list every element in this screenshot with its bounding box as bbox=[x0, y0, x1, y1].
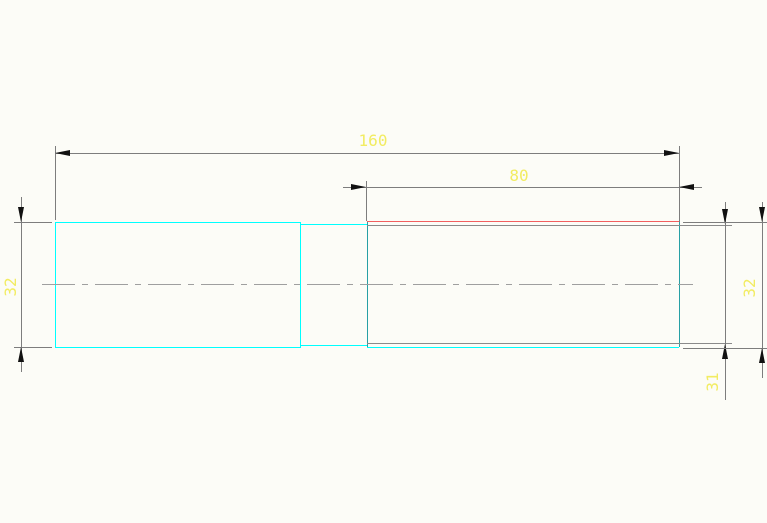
shaft-middle-bottom-edge[interactable] bbox=[300, 345, 367, 346]
dim-32-left-text[interactable]: 32 bbox=[1, 277, 20, 297]
shaft-right-top-edge-highlighted[interactable] bbox=[367, 221, 679, 222]
dim-32-right-extension-line-top bbox=[683, 222, 767, 223]
dim-80-line bbox=[343, 187, 702, 188]
dim-32-right-arrowhead-bottom-icon bbox=[759, 348, 765, 363]
shaft-left-bottom-edge[interactable] bbox=[55, 347, 301, 348]
dim-32-right-text[interactable]: 32 bbox=[740, 278, 759, 298]
dim-32-right-arrowhead-top-icon bbox=[759, 207, 765, 222]
dim-160-arrowhead-left-icon bbox=[55, 150, 70, 156]
dim-80-extension-line-left bbox=[366, 181, 367, 221]
dim-31-arrowhead-bottom-icon bbox=[722, 344, 728, 359]
shaft-right-bottom-edge[interactable] bbox=[367, 347, 679, 348]
dim-80-arrowhead-left-outside-icon bbox=[351, 184, 366, 190]
dim-32-right-extension-line-bottom bbox=[683, 348, 767, 349]
shaft-left-top-edge[interactable] bbox=[55, 222, 301, 223]
dim-31-arrowhead-top-icon bbox=[722, 209, 728, 224]
shaft-step-edge[interactable] bbox=[300, 222, 301, 348]
shaft-right-inner-bottom-line[interactable] bbox=[367, 343, 732, 344]
shaft-middle-top-edge[interactable] bbox=[300, 224, 367, 225]
dim-80-arrowhead-right-outside-icon bbox=[679, 184, 694, 190]
dim-31-text[interactable]: 31 bbox=[703, 372, 722, 392]
dim-160-text[interactable]: 160 bbox=[358, 131, 388, 150]
shaft-right-inner-top-line[interactable] bbox=[367, 225, 732, 226]
dim-32-left-extension-line-bottom bbox=[14, 347, 52, 348]
dim-32-right-line bbox=[762, 202, 763, 378]
dim-32-left-arrowhead-bottom-icon bbox=[18, 347, 24, 362]
shaft-centerline[interactable] bbox=[42, 284, 693, 285]
dim-32-left-arrowhead-top-icon bbox=[18, 207, 24, 222]
dim-32-left-extension-line-top bbox=[14, 222, 52, 223]
shaft-left-end-edge[interactable] bbox=[55, 222, 56, 348]
dim-160-line bbox=[55, 153, 679, 154]
dim-31-line bbox=[725, 202, 726, 400]
dim-160-extension-line-left bbox=[55, 146, 56, 220]
dim-32-left-line bbox=[21, 197, 22, 372]
dim-160-arrowhead-right-icon bbox=[664, 150, 679, 156]
dim-80-text[interactable]: 80 bbox=[509, 166, 529, 185]
